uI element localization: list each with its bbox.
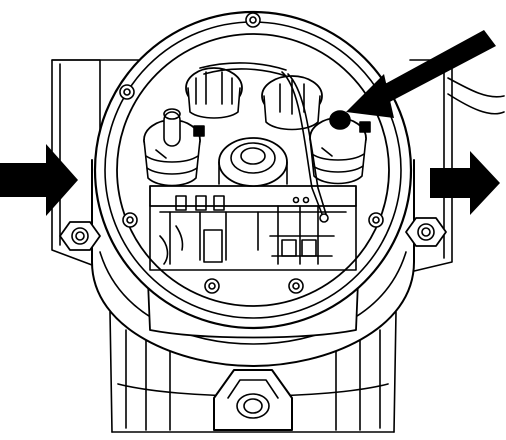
cable <box>448 78 504 114</box>
bolt-top <box>246 13 260 27</box>
bolt-right <box>369 213 383 227</box>
bolt-bottom-left <box>205 279 219 293</box>
bolt-left <box>123 213 137 227</box>
bolt-top-left <box>120 85 134 99</box>
mount-bolt-left <box>60 222 100 250</box>
bolt-bottom-right <box>289 279 303 293</box>
bottom-lug <box>214 370 292 430</box>
mount-bolt-right <box>406 218 446 246</box>
